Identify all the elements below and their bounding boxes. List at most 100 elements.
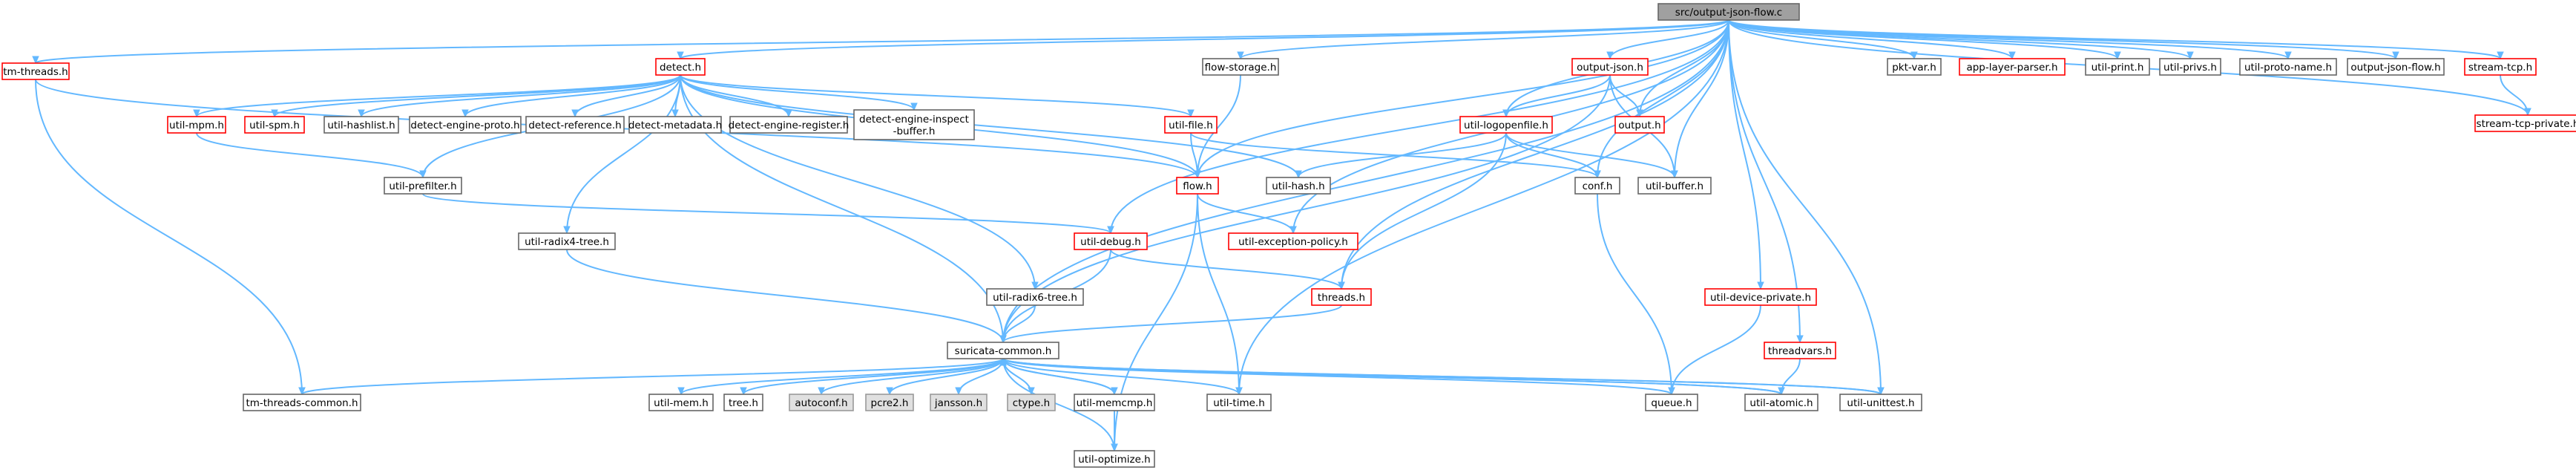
edge-detect-to-detectengineproto <box>464 74 681 117</box>
node-util-print-h[interactable]: util-print.h <box>2085 58 2150 76</box>
node-detect-engine-inspect-buffer-h[interactable]: detect-engine-inspect-buffer.h <box>853 109 975 140</box>
node-tm-threads-h[interactable]: tm-threads.h <box>1 62 70 80</box>
node-detect-engine-proto-h[interactable]: detect-engine-proto.h <box>409 116 522 134</box>
node-util-proto-name-h[interactable]: util-proto-name.h <box>2239 58 2337 76</box>
edge-utilradix4tree-to-suricatacommon <box>566 249 1004 343</box>
arrowhead-root-to-utilprotoname <box>2284 51 2292 60</box>
node-box <box>2347 58 2445 76</box>
node-label: util-device-private.h <box>1710 292 1811 304</box>
node-label: output.h <box>1618 120 1660 131</box>
node-label: tm-threads-common.h <box>246 397 358 409</box>
edge-root-to-applayerparser <box>1728 19 2013 59</box>
node-threadvars-h[interactable]: threadvars.h <box>1764 342 1836 359</box>
node-detect-reference-h[interactable]: detect-reference.h <box>525 116 625 134</box>
arrowhead-detect-to-detectmetadata <box>671 109 679 118</box>
node-util-mpm-h[interactable]: util-mpm.h <box>167 116 226 134</box>
node-suricata-common-h[interactable]: suricata-common.h <box>947 342 1059 359</box>
edge-utillogopenfile-to-conf <box>1505 132 1598 178</box>
node-label: util-spm.h <box>249 120 300 131</box>
node-box <box>518 232 616 250</box>
arrowhead-utilfile-to-flow <box>1194 170 1201 179</box>
node-util-logopenfile-h[interactable]: util-logopenfile.h <box>1459 116 1553 134</box>
node-src-output-json-flow-c[interactable]: src/output-json-flow.c <box>1657 3 1800 21</box>
node-box <box>1614 116 1665 134</box>
arrowhead-root-to-detect <box>677 51 684 60</box>
node-detect-h[interactable]: detect.h <box>655 58 706 76</box>
node-util-radix4-tree-h[interactable]: util-radix4-tree.h <box>518 232 616 250</box>
arrowhead-root-to-utildeviceprivate <box>1757 281 1764 290</box>
node-detect-engine-register-h[interactable]: detect-engine-register.h <box>729 116 850 134</box>
node-util-optimize-h[interactable]: util-optimize.h <box>1074 450 1155 468</box>
node-pkt-var-h[interactable]: pkt-var.h <box>1887 58 1942 76</box>
edge-utildebug-to-threads <box>1110 249 1342 290</box>
node-util-time-h[interactable]: util-time.h <box>1206 394 1272 411</box>
node-app-layer-parser-h[interactable]: app-layer-parser.h <box>1959 58 2066 76</box>
node-output-h[interactable]: output.h <box>1614 116 1665 134</box>
node-box <box>1657 3 1800 21</box>
node-label: util-print.h <box>2092 62 2144 74</box>
arrowhead-detect-to-detectreference <box>571 109 579 118</box>
edge-root-to-detect <box>680 19 1729 59</box>
node-util-debug-h[interactable]: util-debug.h <box>1074 232 1148 250</box>
node-util-radix6-tree-h[interactable]: util-radix6-tree.h <box>986 288 1084 306</box>
node-label: queue.h <box>1651 397 1692 409</box>
node-label: util-file.h <box>1169 120 1213 131</box>
node-label: autoconf.h <box>795 397 847 409</box>
node-box <box>723 394 763 411</box>
node-util-hash-h[interactable]: util-hash.h <box>1266 177 1331 195</box>
node-box <box>853 109 975 140</box>
node-box <box>865 394 914 411</box>
node-util-spm-h[interactable]: util-spm.h <box>244 116 305 134</box>
node-util-privs-h[interactable]: util-privs.h <box>2159 58 2221 76</box>
edge-root-to-suricatacommon <box>1002 19 1729 343</box>
node-box <box>167 116 226 134</box>
node-util-file-h[interactable]: util-file.h <box>1164 116 1218 134</box>
node-detect-metadata-h[interactable]: detect-metadata.h <box>628 116 722 134</box>
arrowhead-suricatacommon-to-queue <box>1668 387 1675 396</box>
edge-root-to-threads <box>1341 19 1729 290</box>
node-util-mem-h[interactable]: util-mem.h <box>648 394 714 411</box>
node-util-exception-policy-h[interactable]: util-exception-policy.h <box>1228 232 1358 250</box>
node-label: jansson.h <box>934 397 982 409</box>
node-label: output-json.h <box>1577 62 1643 74</box>
arrowhead-utilprefilter-to-utildebug <box>1107 226 1114 235</box>
node-box <box>1176 177 1219 195</box>
arrowhead-root-to-utilprint <box>2114 51 2121 60</box>
node-threads-h[interactable]: threads.h <box>1311 288 1372 306</box>
node-ctype-h[interactable]: ctype.h <box>1007 394 1056 411</box>
node-util-device-private-h[interactable]: util-device-private.h <box>1704 288 1817 306</box>
node-autoconf-h[interactable]: autoconf.h <box>789 394 854 411</box>
node-util-atomic-h[interactable]: util-atomic.h <box>1744 394 1818 411</box>
edge-flow-to-utiltime <box>1197 193 1240 395</box>
node-tree-h[interactable]: tree.h <box>723 394 763 411</box>
node-util-hashlist-h[interactable]: util-hashlist.h <box>323 116 399 134</box>
node-tm-threads-common-h[interactable]: tm-threads-common.h <box>243 394 361 411</box>
node-stream-tcp-private-h[interactable]: stream-tcp-private.h <box>2474 114 2576 132</box>
node-box <box>2474 114 2576 132</box>
edge-root-to-flowstorage <box>1240 19 1729 59</box>
arrowhead-detect-to-utilspm <box>271 109 278 118</box>
node-util-prefilter-h[interactable]: util-prefilter.h <box>384 177 462 195</box>
node-util-memcmp-h[interactable]: util-memcmp.h <box>1074 394 1155 411</box>
node-stream-tcp-h[interactable]: stream-tcp.h <box>2464 58 2537 76</box>
node-label: util-atomic.h <box>1749 397 1813 409</box>
node-box <box>1 62 70 80</box>
node-flow-h[interactable]: flow.h <box>1176 177 1219 195</box>
node-label: util-debug.h <box>1080 236 1141 248</box>
node-box <box>2159 58 2221 76</box>
node-pcre2-h[interactable]: pcre2.h <box>865 394 914 411</box>
node-output-json-h[interactable]: output-json.h <box>1571 58 1649 76</box>
node-output-json-flow-h[interactable]: output-json-flow.h <box>2347 58 2445 76</box>
node-box <box>1459 116 1553 134</box>
node-util-unittest-h[interactable]: util-unittest.h <box>1839 394 1922 411</box>
node-queue-h[interactable]: queue.h <box>1645 394 1698 411</box>
edge-utillogopenfile-to-utilhash <box>1298 132 1507 178</box>
node-util-buffer-h[interactable]: util-buffer.h <box>1637 177 1712 195</box>
arrowhead-detect-to-utilradix6tree <box>1031 281 1039 290</box>
node-label: stream-tcp.h <box>2468 62 2532 74</box>
arrowhead-suricatacommon-to-utilatomic <box>1778 387 1785 396</box>
node-flow-storage-h[interactable]: flow-storage.h <box>1202 58 1279 76</box>
edge-utillogopenfile-to-threads <box>1341 132 1507 290</box>
node-conf-h[interactable]: conf.h <box>1574 177 1620 195</box>
node-jansson-h[interactable]: jansson.h <box>930 394 988 411</box>
